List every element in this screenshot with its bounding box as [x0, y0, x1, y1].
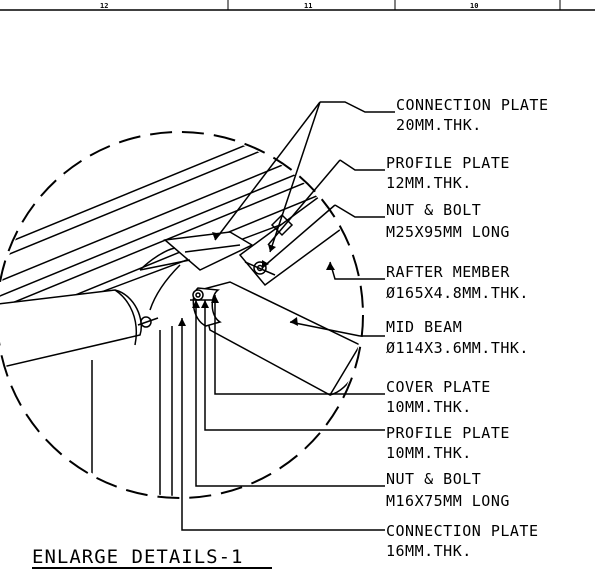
callout-nut-bolt-m25-line2: M25X95MM LONG [386, 223, 510, 241]
callout-profile-plate-10-line2: 10MM.THK. [386, 444, 472, 462]
callout-rafter-member-line2: Ø165X4.8MM.THK. [386, 284, 529, 302]
structure-geometry [0, 134, 361, 496]
header-number-10: 10 [470, 2, 478, 10]
callout-mid-beam-line2: Ø114X3.6MM.THK. [386, 339, 529, 357]
title-strip: 12 11 10 [0, 0, 595, 11]
callout-rafter-member-line1: RAFTER MEMBER [386, 263, 510, 281]
header-number-12: 12 [100, 2, 108, 10]
callout-connection-plate-20-line1: CONNECTION PLATE [396, 96, 549, 114]
header-number-11: 11 [304, 2, 312, 10]
callout-cover-plate-line1: COVER PLATE [386, 378, 491, 396]
callout-profile-plate-12-line2: 12MM.THK. [386, 174, 472, 192]
callout-connection-plate-16-line2: 16MM.THK. [386, 542, 472, 560]
callout-nut-bolt-m16-line2: M16X75MM LONG [386, 492, 510, 510]
callout-profile-plate-10-line1: PROFILE PLATE [386, 424, 510, 442]
callout-cover-plate-line2: 10MM.THK. [386, 398, 472, 416]
callout-profile-plate-12-line1: PROFILE PLATE [386, 154, 510, 172]
detail-circle [0, 131, 364, 499]
leader-lines [139, 101, 395, 531]
callout-connection-plate-16-line1: CONNECTION PLATE [386, 522, 539, 540]
callout-nut-bolt-m25-line1: NUT & BOLT [386, 201, 481, 219]
callout-mid-beam-line1: MID BEAM [386, 318, 462, 336]
detail-title: ENLARGE DETAILS-1 [32, 546, 243, 568]
callout-connection-plate-20-line2: 20MM.THK. [396, 116, 482, 134]
arrowheads [178, 232, 335, 326]
callouts: CONNECTION PLATE 20MM.THK. PROFILE PLATE… [386, 96, 549, 560]
callout-nut-bolt-m16-line1: NUT & BOLT [386, 470, 481, 488]
